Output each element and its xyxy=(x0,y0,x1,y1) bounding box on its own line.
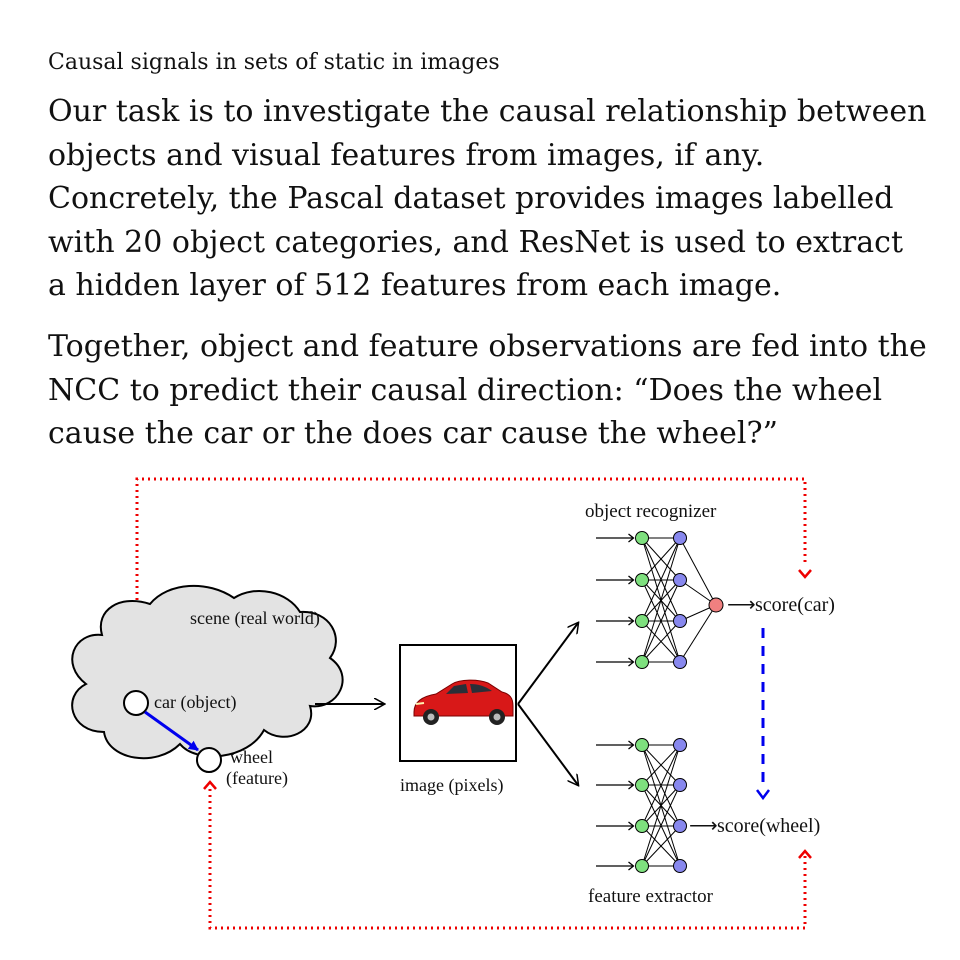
ncc-paragraph: Together, object and feature observation… xyxy=(48,329,927,451)
extractor-hidden-node-1 xyxy=(673,738,687,752)
extractor-edge-4-2 xyxy=(641,784,681,867)
recognizer-edge-4-3 xyxy=(641,620,681,663)
recognizer-input-arrow-2 xyxy=(596,575,635,585)
extractor-edge-3-1 xyxy=(641,744,681,827)
object-recognizer-network xyxy=(596,531,724,669)
recognizer-edge-4-1 xyxy=(641,537,681,663)
car-node xyxy=(123,690,149,716)
extractor-edge-4-1 xyxy=(641,744,681,867)
extractor-input-arrow-4 xyxy=(596,861,635,871)
wheel-node xyxy=(196,747,222,773)
feature-extractor-network xyxy=(596,738,687,873)
scene-label: scene (real world) xyxy=(190,608,320,629)
image-to-extractor-arrow xyxy=(517,703,578,785)
wheel-node-label-line2: (feature) xyxy=(226,768,288,789)
extractor-input-node-4 xyxy=(635,859,649,873)
recognizer-input-node-1 xyxy=(635,531,649,545)
score-wheel-arrowhead xyxy=(798,849,812,859)
recognizer-hidden-node-3 xyxy=(673,614,687,628)
recognizer-input-node-4 xyxy=(635,655,649,669)
extractor-input-arrow-2 xyxy=(596,780,635,790)
recognizer-out-edge-4 xyxy=(679,604,717,663)
score-car-arrowhead xyxy=(798,569,812,579)
recognizer-output-node xyxy=(708,597,724,613)
car-image xyxy=(413,679,514,725)
recognizer-hidden-node-2 xyxy=(673,573,687,587)
extractor-edge-4-3 xyxy=(641,825,681,867)
extractor-hidden-node-2 xyxy=(673,778,687,792)
extractor-input-node-2 xyxy=(635,778,649,792)
recognizer-hidden-node-4 xyxy=(673,655,687,669)
recognizer-input-arrow-1 xyxy=(596,533,635,543)
score-wheel-arrow: ⟶ xyxy=(689,815,718,837)
extractor-edge-2-1 xyxy=(641,744,681,786)
slide-kicker: Causal signals in sets of static in imag… xyxy=(48,50,500,75)
extractor-hidden-node-3 xyxy=(673,819,687,833)
extractor-hidden-node-4 xyxy=(673,859,687,873)
recognizer-out-edge-1 xyxy=(679,537,717,606)
recognizer-edge-2-1 xyxy=(641,537,681,581)
recognizer-input-arrow-3 xyxy=(596,616,635,626)
object-recognizer-label: object recognizer xyxy=(585,501,717,522)
score-link xyxy=(756,628,770,801)
extractor-input-node-1 xyxy=(635,738,649,752)
score-wheel-label: score(wheel) xyxy=(717,815,820,837)
recognizer-input-node-2 xyxy=(635,573,649,587)
score-link-arrowhead xyxy=(756,789,770,801)
score-car-label: score(car) xyxy=(755,594,835,616)
recognizer-edge-3-1 xyxy=(641,537,681,622)
feature-extractor-label: feature extractor xyxy=(588,886,714,907)
recognizer-edge-4-2 xyxy=(641,579,681,663)
extractor-input-arrow-3 xyxy=(596,821,635,831)
recognizer-hidden-node-1 xyxy=(673,531,687,545)
wheel-node-label-line1: wheel xyxy=(230,747,273,767)
causal-pipeline-diagram: scene (real world) car (object) wheel (f… xyxy=(71,477,835,930)
image-label: image (pixels) xyxy=(400,775,503,796)
wheel-node-arrowhead xyxy=(203,780,217,790)
score-car-arrow: ⟶ xyxy=(727,594,756,616)
intro-paragraph: Our task is to investigate the causal re… xyxy=(48,94,927,303)
recognizer-input-node-3 xyxy=(635,614,649,628)
feature-loop-line xyxy=(208,789,807,930)
extractor-input-node-3 xyxy=(635,819,649,833)
causal-arrow xyxy=(144,710,199,752)
recognizer-input-arrow-4 xyxy=(596,657,635,667)
extractor-input-arrow-1 xyxy=(596,740,635,750)
car-node-label: car (object) xyxy=(154,692,236,713)
image-to-recognizer-arrow xyxy=(517,623,578,705)
